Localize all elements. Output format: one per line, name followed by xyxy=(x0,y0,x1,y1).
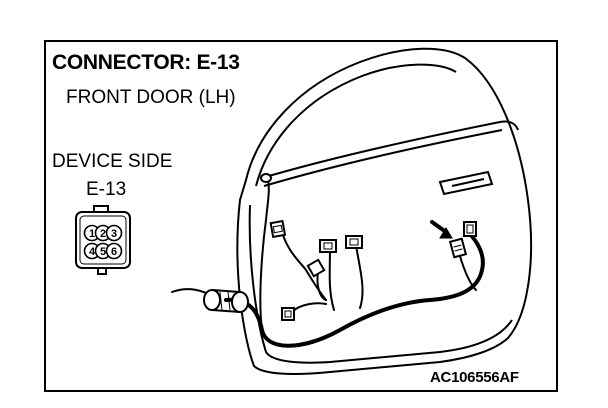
device-connector-id: E-13 xyxy=(86,179,127,200)
svg-text:5: 5 xyxy=(100,246,106,258)
harness-branch-4 xyxy=(316,271,327,301)
device-side-label: DEVICE SIDE xyxy=(52,151,173,172)
harness-branch-6 xyxy=(459,255,477,291)
device-connector-face: 1 2 3 4 5 6 xyxy=(75,205,131,275)
harness-connectors xyxy=(260,173,477,321)
harness-branch-top xyxy=(259,179,270,331)
connector-title: CONNECTOR: E-13 xyxy=(52,51,240,74)
pin-3: 3 xyxy=(105,224,123,242)
harness-branch-5 xyxy=(291,302,327,313)
door-outer-edge xyxy=(236,47,533,375)
wiring-harness xyxy=(171,179,485,348)
door-inner-lower-edge xyxy=(248,204,513,364)
door-handle xyxy=(438,170,494,196)
door-panel xyxy=(236,47,533,375)
svg-text:6: 6 xyxy=(111,246,117,258)
harness-branch-2 xyxy=(328,247,335,311)
figure-code: AC106556AF xyxy=(430,369,519,386)
connector-c xyxy=(345,235,363,249)
connector-top-clip xyxy=(260,173,272,183)
connector-housing-inner xyxy=(79,215,127,265)
connector-e13-target xyxy=(448,237,468,259)
connector-d xyxy=(306,258,326,278)
grommet xyxy=(203,289,249,313)
svg-text:2: 2 xyxy=(100,228,106,240)
svg-text:1: 1 xyxy=(89,228,95,240)
belt-line-inner xyxy=(263,129,503,187)
connector-b xyxy=(319,239,337,253)
connector-foot xyxy=(97,267,107,275)
connector-a xyxy=(269,219,287,239)
arrow-icon xyxy=(430,220,453,239)
harness-main xyxy=(224,230,485,348)
belt-line xyxy=(261,120,519,179)
door-inner-edge xyxy=(255,63,457,187)
svg-text:4: 4 xyxy=(89,246,96,258)
connector-e xyxy=(281,307,295,321)
location-label: FRONT DOOR (LH) xyxy=(66,87,236,108)
svg-text:3: 3 xyxy=(111,228,117,240)
harness-branch-3 xyxy=(355,244,364,309)
connector-f xyxy=(463,221,477,237)
pin-6: 6 xyxy=(105,242,123,260)
